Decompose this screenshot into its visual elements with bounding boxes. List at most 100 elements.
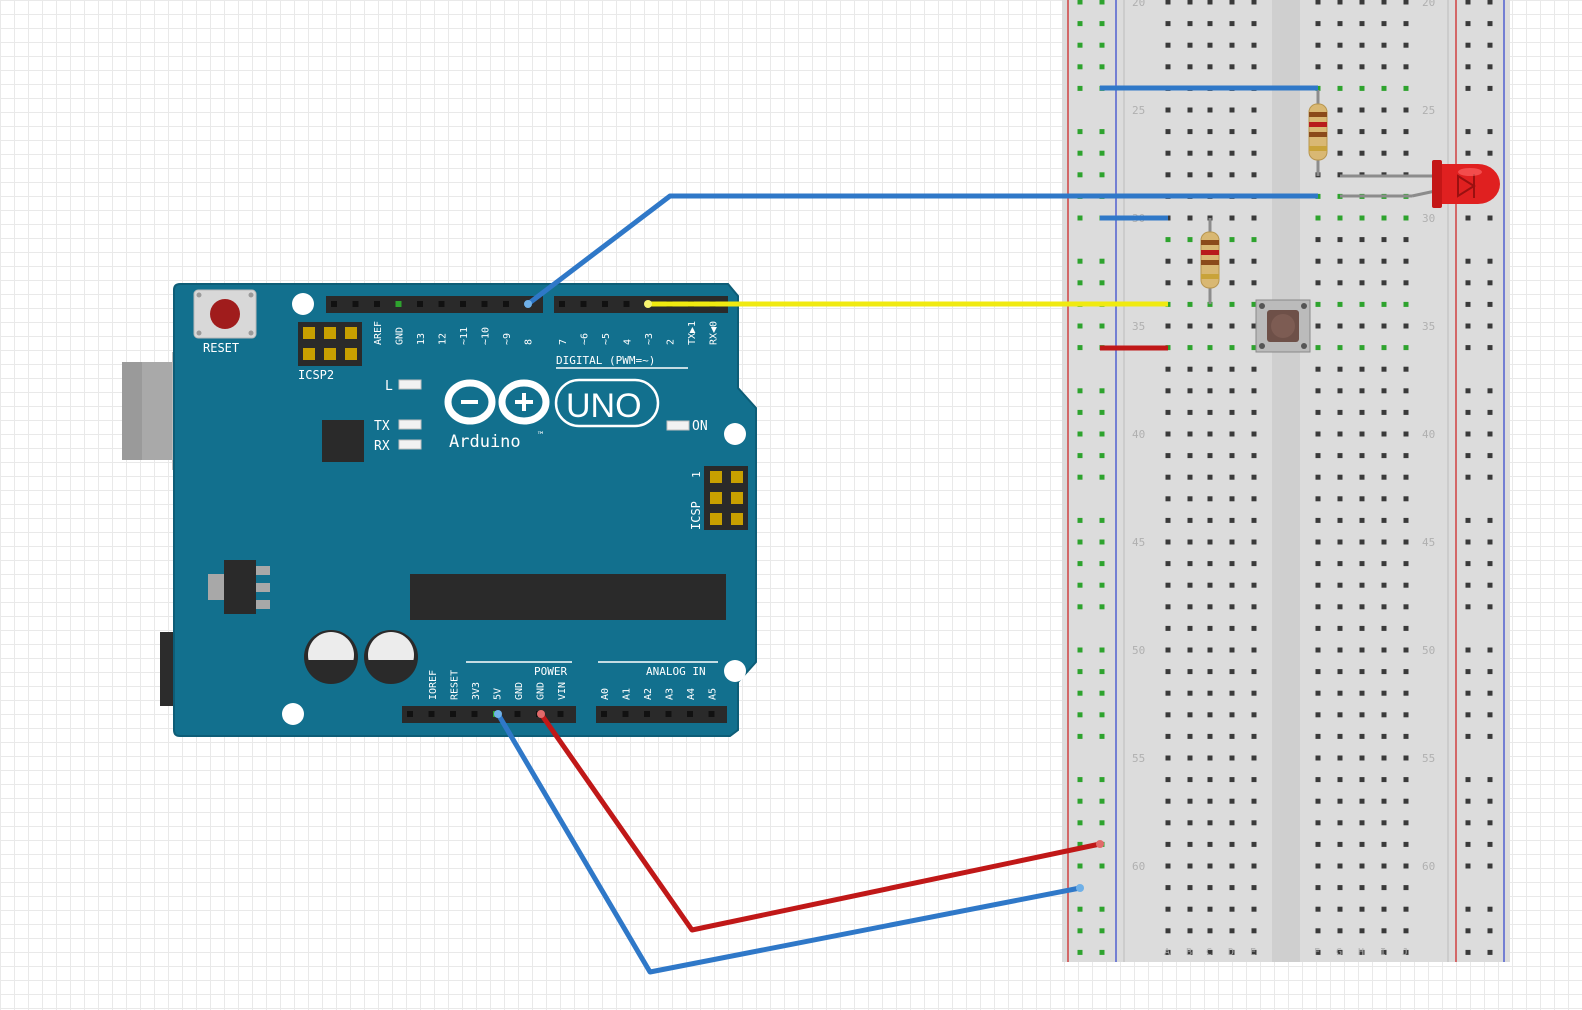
rail-hole[interactable] (1077, 733, 1083, 739)
breadboard-hole[interactable] (1207, 863, 1213, 869)
breadboard-hole[interactable] (1207, 107, 1213, 113)
breadboard-hole[interactable] (1315, 409, 1321, 415)
breadboard-hole[interactable] (1165, 517, 1171, 523)
breadboard-hole[interactable] (1359, 820, 1365, 826)
breadboard-hole[interactable] (1315, 561, 1321, 567)
breadboard-hole[interactable] (1165, 733, 1171, 739)
breadboard-hole[interactable] (1229, 517, 1235, 523)
breadboard-hole[interactable] (1187, 885, 1193, 891)
rail-hole[interactable] (1077, 474, 1083, 480)
header-pin[interactable] (557, 711, 564, 717)
rail-hole[interactable] (1099, 690, 1105, 696)
breadboard-hole[interactable] (1187, 409, 1193, 415)
breadboard-hole[interactable] (1381, 539, 1387, 545)
breadboard-hole[interactable] (1359, 669, 1365, 675)
breadboard-hole[interactable] (1381, 280, 1387, 286)
rail-hole[interactable] (1487, 928, 1493, 934)
breadboard-hole[interactable] (1337, 885, 1343, 891)
breadboard-hole[interactable] (1229, 604, 1235, 610)
rail-hole[interactable] (1077, 604, 1083, 610)
rail-hole[interactable] (1487, 431, 1493, 437)
breadboard-hole[interactable] (1381, 215, 1387, 221)
breadboard-hole[interactable] (1187, 280, 1193, 286)
rail-hole[interactable] (1465, 928, 1471, 934)
rail-hole[interactable] (1077, 906, 1083, 912)
breadboard-hole[interactable] (1315, 453, 1321, 459)
breadboard-hole[interactable] (1381, 323, 1387, 329)
rail-hole[interactable] (1077, 42, 1083, 48)
wire-blue-pin8[interactable] (526, 193, 1318, 306)
breadboard-hole[interactable] (1315, 885, 1321, 891)
breadboard-hole[interactable] (1165, 885, 1171, 891)
breadboard-hole[interactable] (1187, 582, 1193, 588)
breadboard-hole[interactable] (1187, 258, 1193, 264)
breadboard-hole[interactable] (1187, 820, 1193, 826)
breadboard-hole[interactable] (1207, 906, 1213, 912)
breadboard-hole[interactable] (1381, 647, 1387, 653)
rail-hole[interactable] (1465, 949, 1471, 955)
rail-hole[interactable] (1077, 841, 1083, 847)
breadboard-hole[interactable] (1359, 237, 1365, 243)
breadboard-hole[interactable] (1359, 409, 1365, 415)
breadboard-hole[interactable] (1165, 107, 1171, 113)
breadboard-hole[interactable] (1207, 172, 1213, 178)
breadboard-hole[interactable] (1359, 129, 1365, 135)
breadboard-hole[interactable] (1403, 604, 1409, 610)
rail-hole[interactable] (1465, 777, 1471, 783)
breadboard-hole[interactable] (1165, 280, 1171, 286)
breadboard-hole[interactable] (1229, 345, 1235, 351)
rail-hole[interactable] (1465, 0, 1471, 5)
breadboard-hole[interactable] (1207, 323, 1213, 329)
rail-hole[interactable] (1099, 669, 1105, 675)
breadboard-hole[interactable] (1381, 755, 1387, 761)
breadboard-hole[interactable] (1315, 517, 1321, 523)
rail-hole[interactable] (1077, 129, 1083, 135)
rail-hole[interactable] (1487, 604, 1493, 610)
breadboard-hole[interactable] (1359, 215, 1365, 221)
breadboard-hole[interactable] (1251, 409, 1257, 415)
breadboard-hole[interactable] (1337, 755, 1343, 761)
breadboard-hole[interactable] (1187, 949, 1193, 955)
breadboard-hole[interactable] (1207, 625, 1213, 631)
breadboard-hole[interactable] (1207, 517, 1213, 523)
breadboard-hole[interactable] (1187, 21, 1193, 27)
breadboard-hole[interactable] (1207, 21, 1213, 27)
breadboard-hole[interactable] (1187, 777, 1193, 783)
rail-hole[interactable] (1077, 798, 1083, 804)
rail-hole[interactable] (1099, 388, 1105, 394)
rail-hole[interactable] (1077, 863, 1083, 869)
breadboard-hole[interactable] (1359, 21, 1365, 27)
breadboard-hole[interactable] (1251, 755, 1257, 761)
breadboard-hole[interactable] (1251, 712, 1257, 718)
breadboard-hole[interactable] (1251, 172, 1257, 178)
breadboard-hole[interactable] (1187, 366, 1193, 372)
breadboard-hole[interactable] (1381, 453, 1387, 459)
resistor[interactable] (1308, 90, 1328, 176)
red-led[interactable] (1340, 160, 1500, 208)
breadboard-hole[interactable] (1315, 280, 1321, 286)
breadboard-hole[interactable] (1251, 841, 1257, 847)
rail-hole[interactable] (1077, 0, 1083, 5)
breadboard-hole[interactable] (1359, 0, 1365, 5)
pushbutton[interactable] (1255, 299, 1311, 353)
breadboard-hole[interactable] (1251, 798, 1257, 804)
breadboard-hole[interactable] (1337, 841, 1343, 847)
breadboard-hole[interactable] (1207, 366, 1213, 372)
breadboard-hole[interactable] (1251, 237, 1257, 243)
breadboard-hole[interactable] (1187, 841, 1193, 847)
breadboard-hole[interactable] (1403, 517, 1409, 523)
breadboard-hole[interactable] (1165, 496, 1171, 502)
header-pin[interactable] (481, 301, 488, 307)
breadboard-hole[interactable] (1315, 539, 1321, 545)
breadboard-hole[interactable] (1165, 625, 1171, 631)
breadboard-hole[interactable] (1207, 777, 1213, 783)
breadboard-hole[interactable] (1337, 301, 1343, 307)
breadboard-hole[interactable] (1187, 625, 1193, 631)
breadboard-hole[interactable] (1207, 820, 1213, 826)
rail-hole[interactable] (1077, 64, 1083, 70)
breadboard-hole[interactable] (1403, 712, 1409, 718)
breadboard-hole[interactable] (1337, 215, 1343, 221)
breadboard-hole[interactable] (1251, 453, 1257, 459)
rail-hole[interactable] (1099, 42, 1105, 48)
breadboard-hole[interactable] (1229, 885, 1235, 891)
